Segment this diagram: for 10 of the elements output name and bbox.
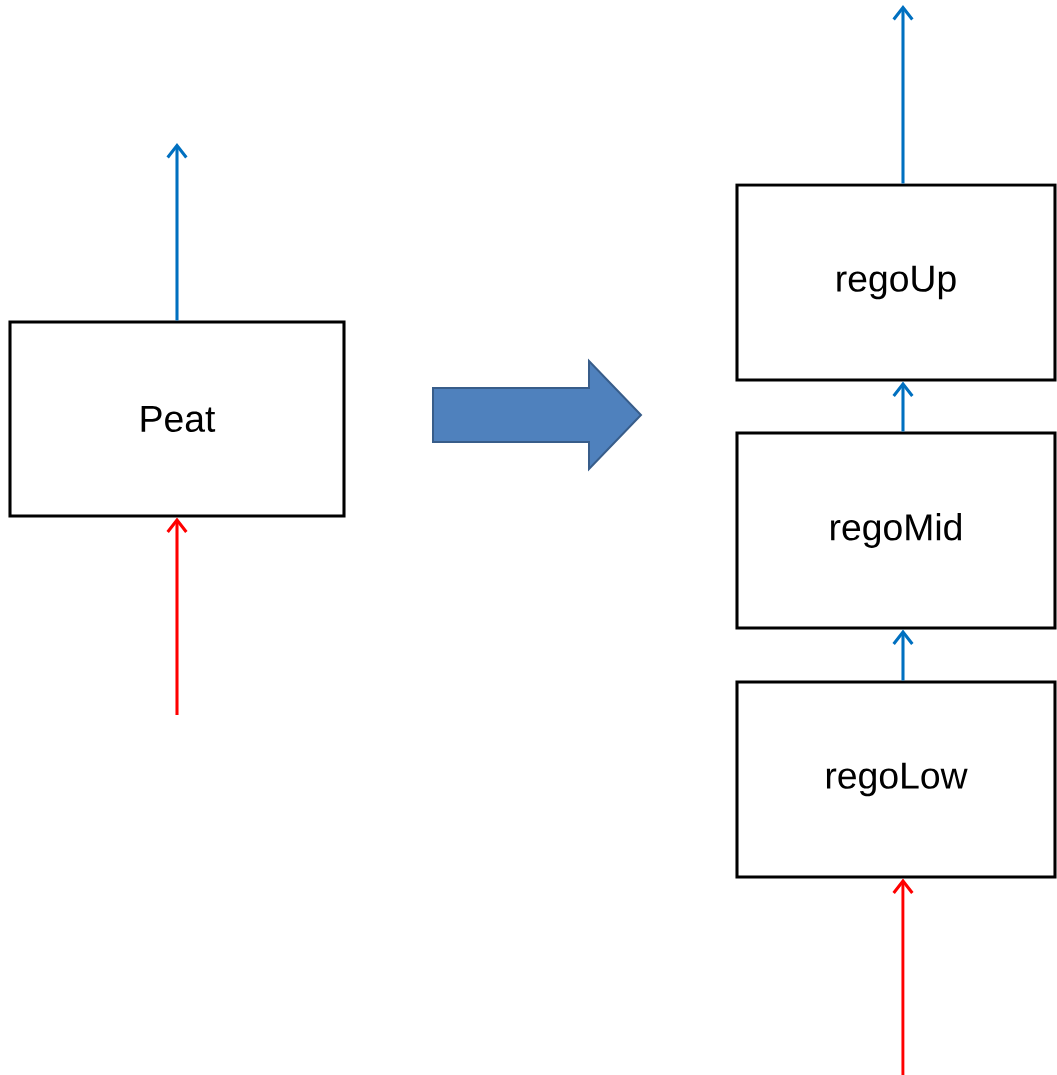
arrow	[166, 517, 188, 715]
arrow	[892, 629, 914, 681]
arrow	[166, 143, 188, 321]
process-box: Peat	[8, 320, 346, 518]
process-box: regoMid	[735, 431, 1057, 630]
arrow	[892, 5, 914, 184]
arrow	[892, 878, 914, 1075]
arrow	[892, 381, 914, 432]
process-box: regoLow	[735, 680, 1057, 879]
process-box: regoUp	[735, 183, 1057, 382]
